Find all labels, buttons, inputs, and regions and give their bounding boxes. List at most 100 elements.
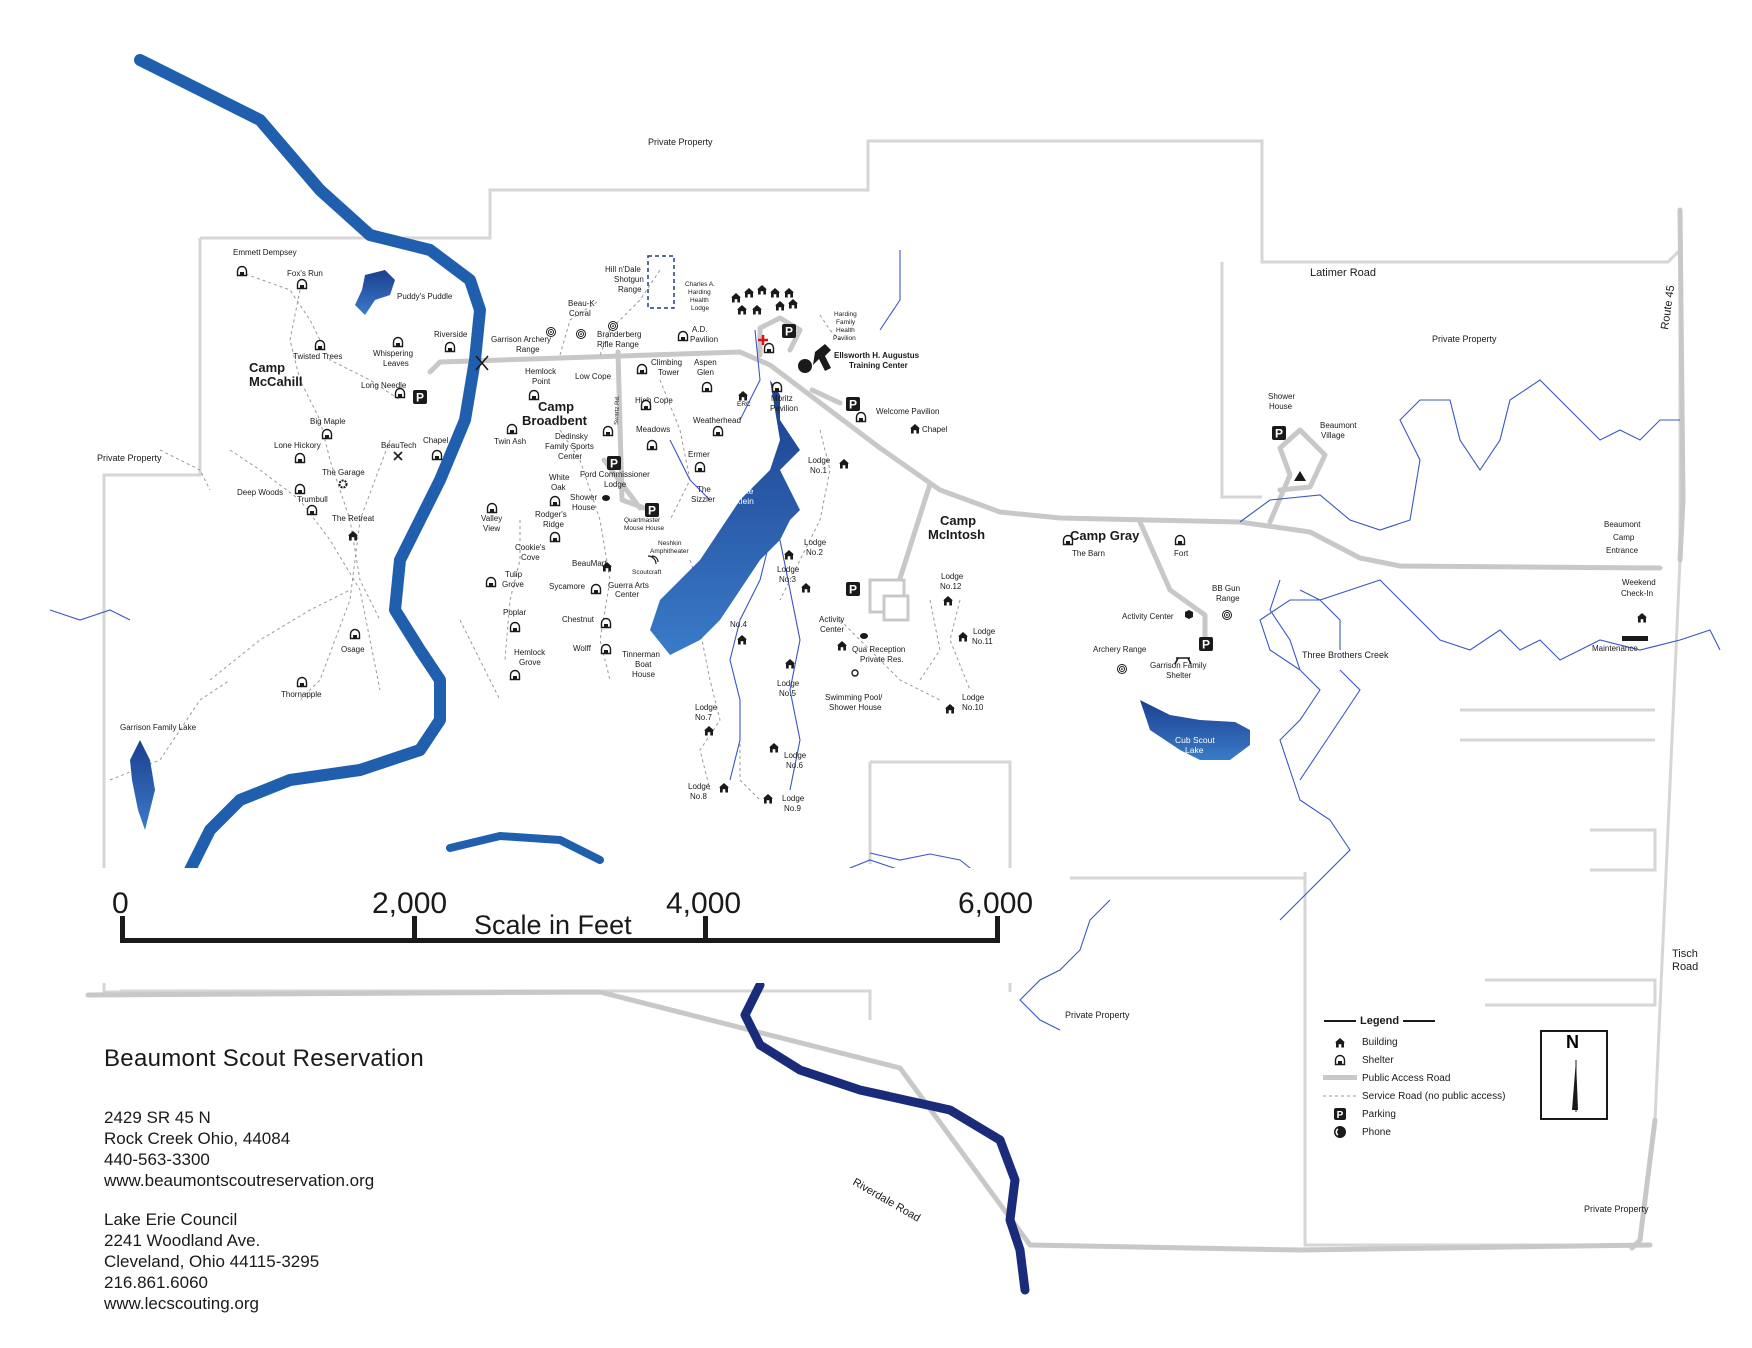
camp-mcintosh-label: Camp: [940, 513, 976, 528]
shelter-icon: [1174, 534, 1186, 546]
place-label: Lodge: [691, 305, 709, 312]
parking-icon: [846, 397, 860, 412]
place-label: The Garage: [322, 468, 365, 477]
shelter-icon: [506, 423, 518, 435]
place-label: Aspen: [694, 358, 717, 367]
place-label: Chestnut: [562, 615, 595, 624]
shelter-icon: [485, 576, 497, 588]
garage-gear-icon: [338, 479, 348, 489]
place-label: Lodge: [808, 456, 831, 465]
place-label: Pavilion: [833, 335, 856, 342]
place-label: Lodge: [941, 572, 964, 581]
scale-tick-0: 0: [112, 887, 129, 920]
place-label: No.12: [940, 582, 962, 591]
place-label: Big Maple: [310, 417, 346, 426]
place-label: White: [549, 473, 570, 482]
shelter-icon: [431, 449, 443, 461]
cub-scout-lake-label: Lake: [1185, 745, 1204, 755]
place-label: The: [697, 485, 711, 494]
lake-klein: [650, 380, 800, 655]
public-roads: [85, 207, 1686, 1253]
target-icon: [1117, 664, 1127, 674]
place-label: Shower House: [829, 703, 882, 712]
place-label: BB Gun: [1212, 584, 1240, 593]
activity-center-buildings: [868, 578, 910, 622]
shelter-icon: [771, 381, 783, 393]
place-label: Low Cope: [575, 372, 612, 381]
building-icon: [757, 285, 767, 295]
council-website-link[interactable]: www.lecscouting.org: [104, 1294, 259, 1313]
place-label: Lodge: [973, 627, 996, 636]
shelter-icon: [549, 495, 561, 507]
camp-broadbent-label: Broadbent: [522, 413, 588, 428]
place-label: BeauMart: [572, 559, 607, 568]
shelter-icon: [640, 399, 652, 411]
cub-scout-lake: [1140, 700, 1250, 760]
north-label: N: [1566, 1032, 1579, 1052]
place-label: Lone Hickory: [274, 441, 321, 450]
beautech-tools-icon: [393, 451, 403, 461]
place-label: Grove: [502, 580, 524, 589]
building-icon: [958, 632, 968, 642]
place-label: Tulip: [505, 570, 523, 579]
legend-item: Shelter: [1318, 1051, 1518, 1069]
place-label: Center: [820, 625, 844, 634]
place-label: Private Res.: [860, 655, 904, 664]
place-label: Lodge: [688, 782, 711, 791]
place-label: Hill n'Dale: [605, 265, 641, 274]
shelter-icon: [694, 461, 706, 473]
place-label: Range: [516, 345, 540, 354]
place-label: High Cope: [635, 396, 673, 405]
place-label: Fox's Run: [287, 269, 323, 278]
service-road-line: [1323, 1095, 1357, 1097]
tent-icon: [1294, 471, 1306, 481]
place-label: No.4: [730, 620, 747, 629]
place-label: Check-In: [1621, 589, 1653, 598]
place-label: Boat: [635, 660, 652, 669]
place-label: Leaves: [383, 359, 409, 368]
shelter-icon: [590, 583, 602, 595]
place-label: Lodge: [804, 538, 827, 547]
scale-tick-6000: 6,000: [958, 887, 1033, 920]
pool-icon: [851, 669, 859, 677]
route45-label: Route 45: [1659, 285, 1677, 331]
parking-icon: [645, 503, 659, 518]
hexagon-icon: [1185, 610, 1193, 619]
creeks: [49, 250, 1721, 1031]
place-label: Center: [615, 590, 639, 599]
place-label: Weatherhead: [693, 416, 741, 425]
north-arrow: N: [1540, 1030, 1608, 1120]
shelter-icon: [296, 278, 308, 290]
building-icon: [744, 288, 754, 298]
phone-number: 440-563-3300: [104, 1150, 210, 1169]
place-label: Valley: [481, 514, 502, 523]
place-label: Lodge: [962, 693, 985, 702]
legend-item: Building: [1318, 1033, 1518, 1051]
shelter-icon: [294, 452, 306, 464]
place-label: Garrison Archery: [491, 335, 551, 344]
tisch-road-label-2: Road: [1672, 961, 1698, 973]
private-property-label: Private Property: [648, 137, 713, 147]
place-label: Beaumont: [1604, 520, 1641, 529]
place-label: Twisted Trees: [293, 352, 342, 361]
cub-scout-lake-label: Cub Scout: [1175, 735, 1215, 745]
place-label: Branderberg: [597, 330, 641, 339]
place-label: Rodger's: [535, 510, 567, 519]
latimer-road-label: Latimer Road: [1310, 267, 1376, 279]
place-label: Cove: [521, 553, 540, 562]
private-property-label: Private Property: [97, 453, 162, 463]
place-label: Rifle Range: [597, 340, 639, 349]
target-icon: [1222, 610, 1232, 620]
building-icon: [775, 301, 785, 311]
target-icon: [576, 329, 586, 339]
place-label: Point: [532, 377, 551, 386]
first-aid-icon: [758, 335, 768, 345]
place-label: Lodge: [784, 751, 807, 760]
building-icon: [738, 391, 748, 401]
scale-title: Scale in Feet: [474, 910, 632, 940]
place-label: Garrison Family: [1150, 661, 1206, 670]
north-arrow-icon: [1572, 1060, 1578, 1112]
place-label: Hemlock: [514, 648, 546, 657]
private-property-label: Private Property: [1584, 1204, 1649, 1214]
website-link[interactable]: www.beaumontscoutreservation.org: [104, 1171, 375, 1190]
